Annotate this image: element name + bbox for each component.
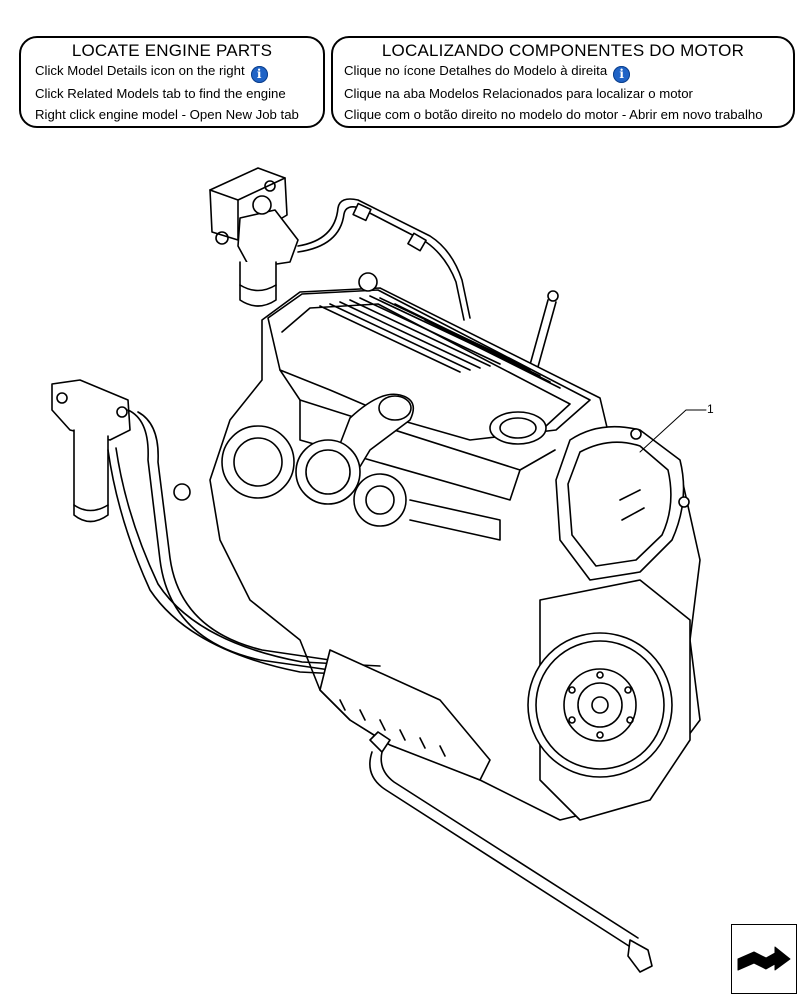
callout-label-1: 1: [707, 402, 714, 416]
instruction-line-1-portuguese: Clique no ícone Detalhes do Modelo à dir…: [333, 60, 793, 83]
instruction-text: Clique no ícone Detalhes do Modelo à dir…: [344, 63, 608, 78]
model-details-info-icon[interactable]: i: [250, 66, 268, 83]
front-cover: [555, 425, 690, 581]
callout-leader: [639, 409, 707, 453]
locate-engine-parts-panel: LOCATE ENGINE PARTS Click Model Details …: [19, 36, 325, 128]
engine-diagram: [51, 167, 707, 973]
fuel-filter-bracket-top: [209, 167, 471, 321]
drain-line: [369, 731, 653, 973]
instruction-line-2-portuguese: Clique na aba Modelos Relacionados para …: [344, 86, 693, 101]
turbocharger: [221, 393, 501, 541]
panel-title-english: LOCATE ENGINE PARTS: [71, 41, 273, 60]
instruction-line-3-english: Right click engine model - Open New Job …: [35, 107, 299, 122]
localizando-componentes-panel: LOCALIZANDO COMPONENTES DO MOTOR Clique …: [331, 36, 795, 128]
return-navigation-button[interactable]: [731, 924, 797, 994]
instruction-line-1-english: Click Model Details icon on the right i: [21, 60, 323, 83]
dipstick: [527, 290, 559, 375]
detalhes-info-icon[interactable]: i: [613, 66, 631, 83]
instruction-line-3-portuguese: Clique com o botão direito no modelo do …: [344, 107, 763, 122]
fuel-filter-left: [51, 379, 381, 677]
instruction-line-2-english: Click Related Models tab to find the eng…: [35, 86, 286, 101]
oil-pan: [319, 649, 491, 781]
flywheel: [527, 579, 691, 821]
instruction-text: Click Model Details icon on the right: [35, 63, 245, 78]
return-arrow-icon: [737, 946, 791, 971]
panel-title-portuguese: LOCALIZANDO COMPONENTES DO MOTOR: [381, 41, 745, 60]
